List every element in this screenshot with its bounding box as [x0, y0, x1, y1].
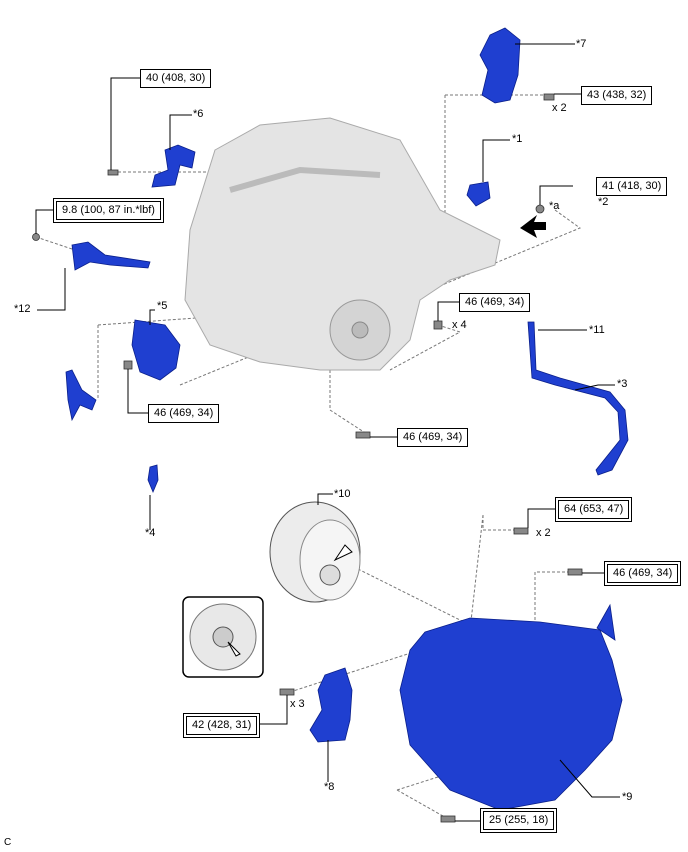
quantity-46: x 4 [452, 319, 467, 331]
torque-label-64: 64 (653, 47) [555, 497, 633, 522]
torque-label-25: 25 (255, 18) [480, 808, 558, 833]
torque-label-42: 42 (428, 31) [183, 713, 261, 738]
callout-6: *6 [193, 108, 204, 120]
part-7 [479, 27, 521, 104]
part-3 [527, 321, 629, 476]
leader-lines [35, 43, 620, 822]
callout-10: *10 [334, 488, 351, 500]
callout-8: *8 [324, 781, 335, 793]
part-9-bracket [596, 603, 616, 641]
callout-4: *4 [145, 527, 156, 539]
torque-label-46-starter: 46 (469, 34) [148, 404, 220, 423]
figure-code: C [4, 837, 12, 848]
callout-3: *3 [617, 378, 628, 390]
callout-5: *5 [157, 300, 168, 312]
torque-label-9-8: 9.8 (100, 87 in.*lbf) [53, 198, 164, 223]
part-5 [131, 319, 181, 381]
part-6 [151, 144, 196, 188]
part-4 [147, 464, 159, 494]
bolt-icons [32, 93, 583, 823]
part-9 [399, 617, 623, 811]
part-12-harness [65, 369, 97, 422]
part-8 [309, 667, 353, 743]
torque-label-43: 43 (438, 32) [581, 86, 653, 105]
quantity-42: x 3 [290, 698, 305, 710]
callout-a: *a [549, 200, 560, 212]
engine-assembly [184, 117, 501, 371]
torque-label-46-trans: 46 (469, 34) [604, 561, 682, 586]
arrow-a-icon [520, 215, 546, 238]
blue-parts [65, 27, 629, 811]
torque-label-46-lower: 46 (469, 34) [397, 428, 469, 447]
inset-view [182, 596, 264, 678]
part-1 [466, 181, 491, 207]
torque-label-41: 41 (418, 30) [596, 177, 668, 196]
torque-label-40: 40 (408, 30) [140, 69, 212, 88]
callout-7: *7 [576, 38, 587, 50]
torque-converter [269, 501, 361, 603]
quantity-43: x 2 [552, 102, 567, 114]
callout-11: *11 [589, 324, 605, 336]
quantity-64: x 2 [536, 527, 551, 539]
callout-2: *2 [598, 196, 609, 208]
torque-label-46-engine: 46 (469, 34) [459, 293, 531, 312]
callout-1: *1 [512, 133, 523, 145]
part-12 [71, 241, 151, 271]
callout-12: *12 [14, 303, 31, 315]
callout-9: *9 [622, 791, 633, 803]
